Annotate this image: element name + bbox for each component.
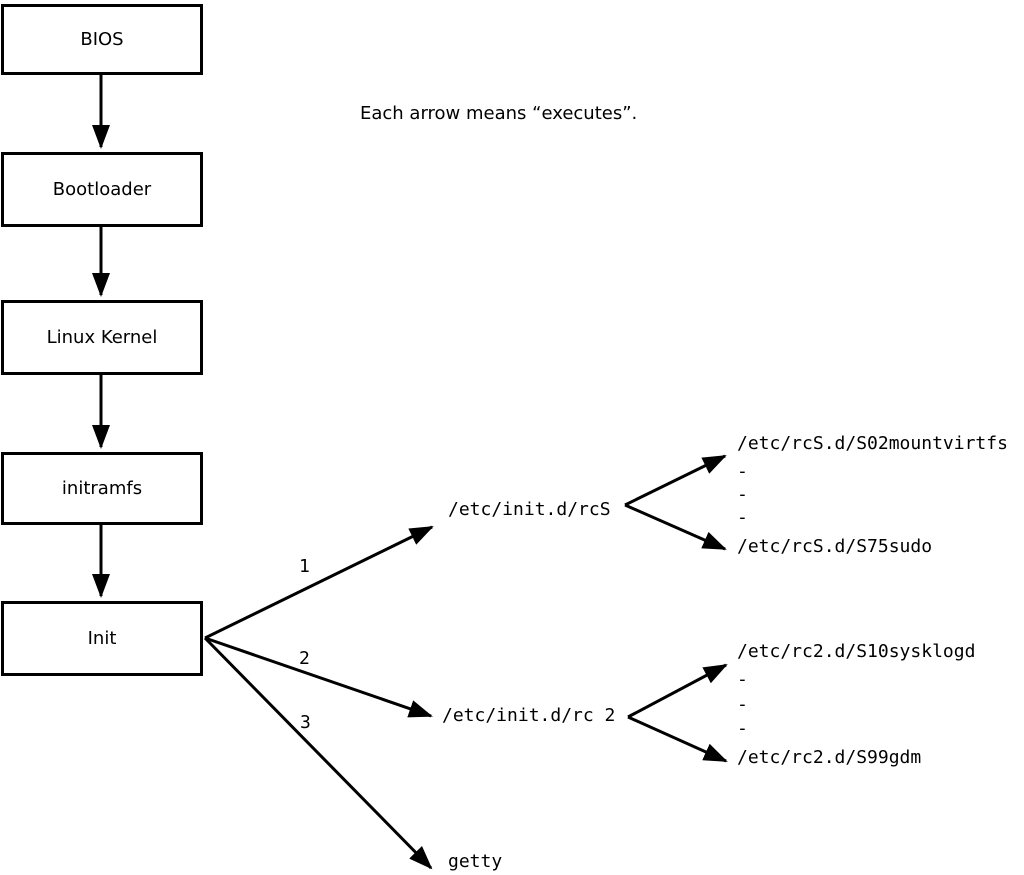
arrow-init-to-rcS <box>204 525 434 640</box>
linux-kernel-box: Linux Kernel <box>1 300 203 375</box>
bios-box: BIOS <box>1 4 203 75</box>
initramfs-box: initramfs <box>1 452 203 525</box>
bootloader-box-label: Bootloader <box>52 179 152 200</box>
branch-3-number: 3 <box>300 712 311 733</box>
rc2-script-first: /etc/rc2.d/S10sysklogd <box>737 641 976 662</box>
target-getty: getty <box>448 851 503 872</box>
rcS-script-first: /etc/rcS.d/S02mountvirtfs <box>737 433 1008 454</box>
rcS-script-dash-3: - <box>737 507 748 528</box>
branch-2-number: 2 <box>299 648 310 669</box>
rcS-script-dash-1: - <box>737 461 748 482</box>
initramfs-box-label: initramfs <box>61 478 143 499</box>
rc2-script-dash-3: - <box>737 718 748 739</box>
arrow-rcS-to-s75sudo <box>624 503 727 551</box>
bios-box-label: BIOS <box>80 29 124 50</box>
linux-kernel-box-label: Linux Kernel <box>46 327 158 348</box>
arrow-rc2-to-s99gdm <box>627 715 728 763</box>
rc2-script-dash-1: - <box>737 669 748 690</box>
rc2-script-dash-2: - <box>737 694 748 715</box>
init-box-label: Init <box>87 628 117 649</box>
arrow-rc2-to-s10sysklogd <box>627 663 728 719</box>
arrow-init-to-getty <box>203 636 433 870</box>
bootloader-box: Bootloader <box>1 152 203 227</box>
arrow-init-to-rc2 <box>204 636 433 718</box>
rcS-script-last: /etc/rcS.d/S75sudo <box>737 536 933 557</box>
rc2-script-last: /etc/rc2.d/S99gdm <box>737 747 922 768</box>
legend-note: Each arrow means “executes”. <box>360 103 638 124</box>
init-box: Init <box>1 601 203 676</box>
branch-1-number: 1 <box>299 556 310 577</box>
target-init-rcS: /etc/init.d/rcS <box>448 499 611 520</box>
arrow-rcS-to-s02mountvirtfs <box>624 454 727 507</box>
target-init-rc2: /etc/init.d/rc 2 <box>442 705 616 726</box>
rcS-script-dash-2: - <box>737 484 748 505</box>
